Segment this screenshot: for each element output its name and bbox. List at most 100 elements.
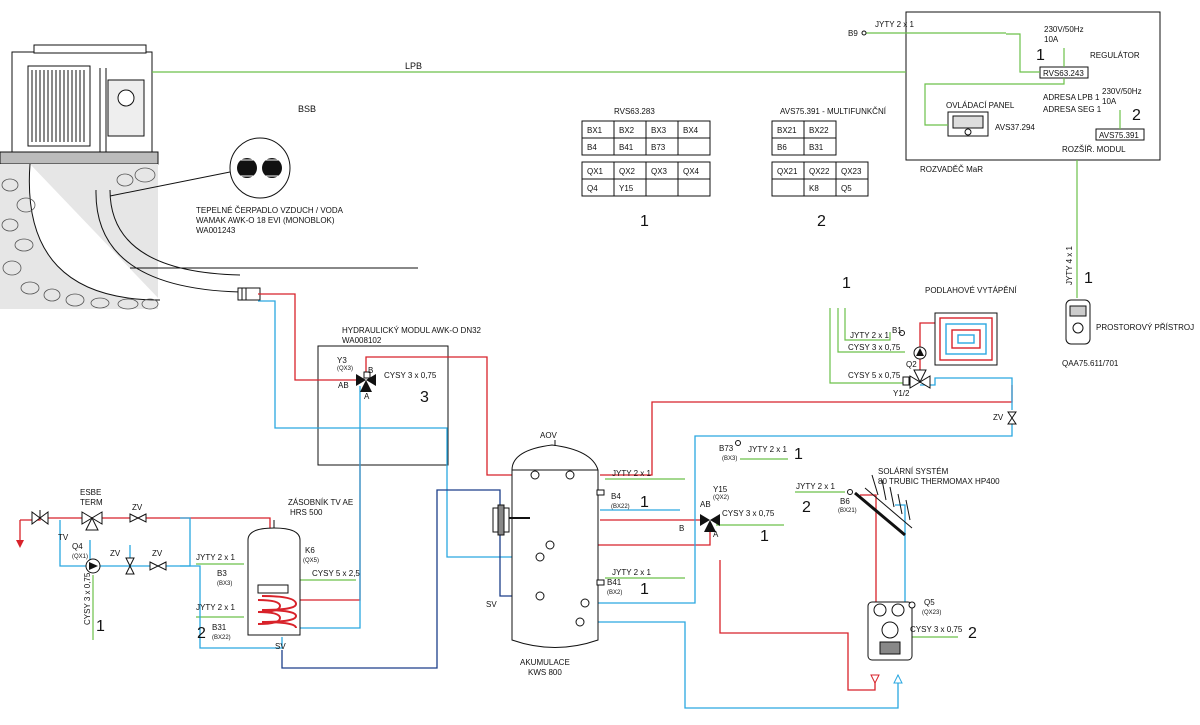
label-b3: B3: [217, 569, 227, 578]
mixing-valve-y12: [902, 369, 931, 389]
fan-grille: [27, 65, 91, 147]
label-b4: B4: [611, 492, 621, 501]
heat-pump-unit: [11, 44, 153, 190]
label-floor-heating: PODLAHOVÉ VYTÁPĚNÍ: [925, 286, 1017, 295]
label-b4-cable: JYTY 2 x 1: [612, 469, 652, 478]
table-cell-text: Q4: [587, 184, 598, 193]
table-cell-text: QX4: [683, 167, 700, 176]
label-q2-cable: CYSY 3 x 0,75: [848, 343, 901, 352]
label-b73-cable: JYTY 2 x 1: [748, 445, 788, 454]
label-q2: Q2: [906, 360, 917, 369]
label-k6-qx: (QX5): [303, 558, 319, 564]
pipe-cross-section-detail: [109, 137, 291, 199]
table-cell-text: QX1: [587, 167, 604, 176]
pump-q2: [913, 346, 927, 360]
label-y3-qx: (QX3): [337, 366, 353, 372]
label-num-1-room: 1: [1084, 270, 1093, 287]
label-zv-2: ZV: [110, 549, 121, 558]
label-sv-buffer: SV: [486, 600, 497, 609]
label-hm-1: HYDRAULICKÝ MODUL AWK-O DN32: [342, 326, 482, 335]
label-zv-3: ZV: [152, 549, 163, 558]
floor-heating-coil: [934, 312, 998, 366]
table-cell-text: QX3: [651, 167, 668, 176]
label-esbe: ESBE: [80, 488, 101, 497]
label-num-1-q4: 1: [96, 618, 105, 635]
label-q5-qx: (QX23): [922, 610, 941, 616]
label-num-1-reg: 1: [1036, 47, 1045, 64]
label-y15-qx: (QX2): [713, 495, 729, 501]
pump-q4: [85, 558, 101, 574]
label-amp-b: 10A: [1102, 97, 1117, 106]
label-y3-a: A: [364, 392, 370, 401]
rvs-table-title: RVS63.283: [614, 107, 655, 116]
buffer-tank-kws800: [492, 440, 605, 648]
table-cell-text: BX3: [651, 126, 667, 135]
table-cell-text: QX21: [777, 167, 798, 176]
table-cell-text: BX1: [587, 126, 603, 135]
table-cell-text: BX22: [809, 126, 829, 135]
signal-wires: [92, 30, 1078, 640]
label-b31-cable: JYTY 2 x 1: [196, 603, 236, 612]
flow-arrows: [16, 540, 903, 685]
label-q5-cable: CYSY 3 x 0,75: [910, 625, 963, 634]
label-b6-cable: JYTY 2 x 1: [796, 482, 836, 491]
label-solar-2: 80 TRUBIC THERMOMAX HP400: [878, 477, 1000, 486]
label-b73-bx: (BX3): [722, 456, 737, 462]
label-num-1-b41: 1: [640, 581, 649, 598]
label-heat-pump-3: WA001243: [196, 226, 236, 235]
label-y15: Y15: [713, 485, 728, 494]
label-accu-2: KWS 800: [528, 668, 562, 677]
hydraulic-module: [317, 345, 449, 466]
table-cell-text: BX21: [777, 126, 797, 135]
label-sv-tank: SV: [275, 642, 286, 651]
solar-collector: [847, 474, 913, 537]
label-num-3: 3: [420, 389, 429, 406]
control-cabinet: [905, 11, 1161, 161]
table-cell: [677, 178, 711, 197]
label-zv-floor: ZV: [993, 413, 1004, 422]
label-k6: K6: [305, 546, 315, 555]
label-hm-2: WA008102: [342, 336, 382, 345]
solar-pump-station: [867, 601, 916, 661]
label-q4-cable: CYSY 3 x 0,75: [83, 572, 92, 625]
label-b9: B9: [848, 29, 858, 38]
table-cell-text: B41: [619, 143, 634, 152]
table-cell: [771, 178, 805, 197]
mixing-valve-y3: [356, 371, 376, 392]
label-regulator: REGULÁTOR: [1090, 51, 1140, 60]
label-tv: TV: [58, 533, 69, 542]
label-heat-pump-2: WAMAK AWK-O 18 EVI (MONOBLOK): [196, 216, 335, 225]
label-y3-ab: AB: [338, 381, 349, 390]
label-y3: Y3: [337, 356, 347, 365]
label-seg-addr: ADRESA SEG 1: [1043, 105, 1102, 114]
label-b4-bx: (BX22): [611, 504, 630, 510]
table-cell-text: B31: [809, 143, 824, 152]
label-power-a: 230V/50Hz: [1044, 25, 1084, 34]
table-cell: [835, 178, 869, 197]
room-unit-qaa75: [1065, 299, 1091, 345]
check-valves: [31, 411, 1017, 575]
table-cell-text: B6: [777, 143, 787, 152]
avs-table-title: AVS75.391 - MULTIFUNKČNÍ: [780, 107, 887, 116]
label-b41-cable: JYTY 2 x 1: [612, 568, 652, 577]
dhw-tank-hrs500: [247, 520, 301, 636]
label-amp-a: 10A: [1044, 35, 1059, 44]
label-num-2-b6: 2: [802, 499, 811, 516]
label-aov: AOV: [540, 431, 558, 440]
label-num-2-q5: 2: [968, 625, 977, 642]
label-b41: B41: [607, 578, 622, 587]
table-cell: [803, 137, 837, 156]
esbe-thermo-valve: [81, 511, 103, 531]
label-b73: B73: [719, 444, 734, 453]
label-num-2-ext: 2: [1132, 107, 1141, 124]
label-ext-module: ROZŠÍŘ. MODUL: [1062, 145, 1126, 154]
label-solar-1: SOLÁRNÍ SYSTÉM: [878, 467, 949, 476]
cold-water-pipe: [281, 489, 540, 669]
label-q4-qx: (QX1): [72, 554, 88, 560]
table-cell-text: BX4: [683, 126, 699, 135]
table-cell: [645, 178, 679, 197]
mixing-valve-y15: [700, 514, 720, 532]
label-b31: B31: [212, 623, 227, 632]
